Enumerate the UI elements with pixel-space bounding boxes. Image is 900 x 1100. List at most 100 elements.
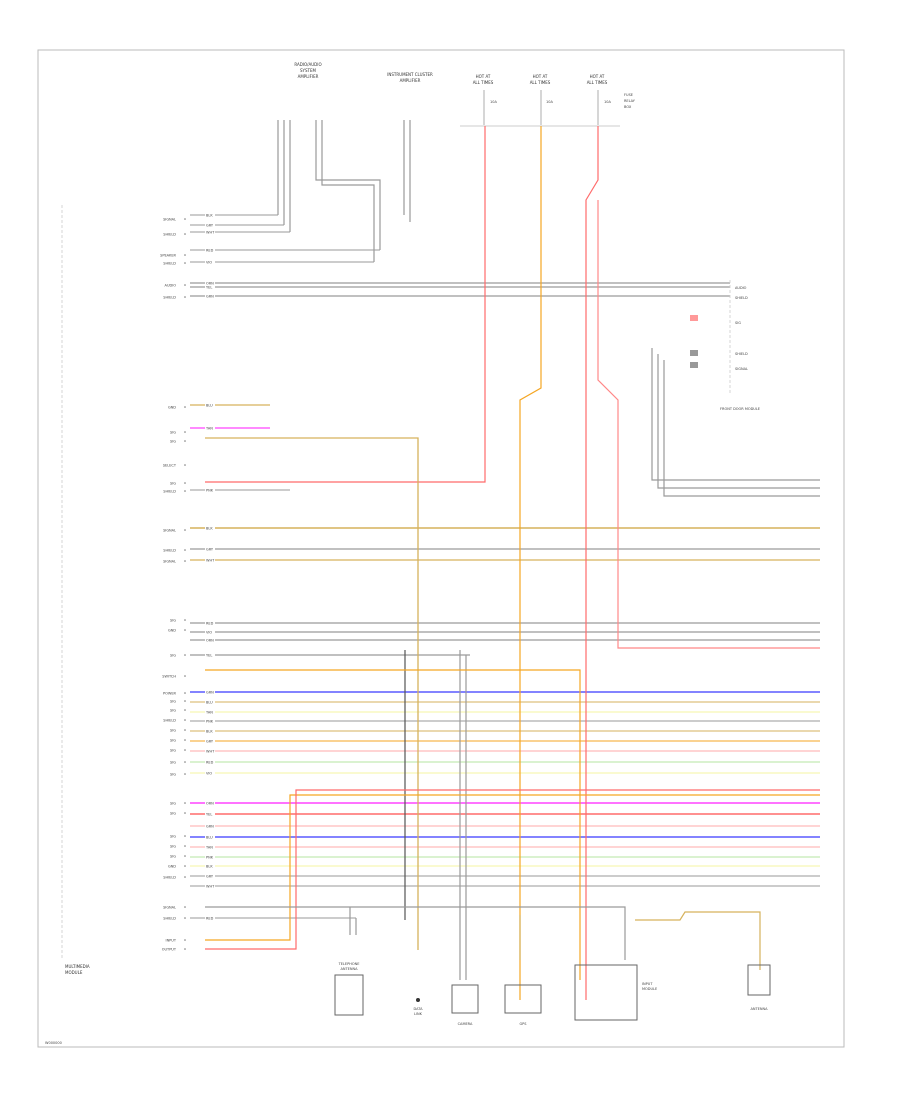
wire-right-module-1 xyxy=(651,348,820,481)
pin-label: SHIELD xyxy=(163,549,176,553)
ground-point xyxy=(416,998,420,1002)
wire-code-tag xyxy=(205,738,215,744)
wire-signal-bottom xyxy=(205,906,626,960)
wire-code: TAN xyxy=(205,710,213,714)
pin-label: SIG xyxy=(170,835,176,839)
wire-code: YEL xyxy=(206,812,212,816)
wire-code-tag xyxy=(205,770,215,776)
connector xyxy=(690,362,698,368)
wire-code-tag xyxy=(205,759,215,765)
pin-label: SHIELD xyxy=(163,490,176,494)
wire-code-tag xyxy=(205,247,215,253)
wire-code-tag xyxy=(205,637,215,643)
wire-code-tag xyxy=(205,284,215,290)
wire-code: GRY xyxy=(206,739,214,743)
wire-code-tag xyxy=(205,222,215,228)
wire-code-tag xyxy=(205,487,215,493)
wire-code-tag xyxy=(205,800,215,806)
wire-code: WHT xyxy=(206,230,215,234)
wire-top-mid-1 xyxy=(315,120,381,250)
wire-code-tag xyxy=(205,709,215,715)
wire-code-tag xyxy=(205,863,215,869)
label-line: SYSTEM xyxy=(300,68,316,73)
pin-dot xyxy=(184,773,186,775)
wire-code: PNK xyxy=(206,719,214,723)
wire-code: RED xyxy=(206,760,214,764)
pin-dot xyxy=(184,629,186,631)
component-label: MODULE xyxy=(642,987,657,991)
pin-dot xyxy=(184,917,186,919)
wire-code: WHT xyxy=(206,558,215,562)
pin-label: SIG xyxy=(170,619,176,623)
module-name-line: MULTIMEDIA xyxy=(65,964,90,969)
pin-label: SIG xyxy=(735,321,741,325)
pin-dot xyxy=(184,719,186,721)
wire-top-mid-2 xyxy=(321,120,375,262)
pin-dot xyxy=(184,254,186,256)
pin-dot xyxy=(184,802,186,804)
pin-label: SIG xyxy=(170,729,176,733)
pin-dot xyxy=(184,233,186,235)
wire-code-tag xyxy=(205,728,215,734)
component-label: CAMERA xyxy=(458,1022,473,1026)
wire-code-tag xyxy=(205,629,215,635)
pin-dot xyxy=(184,284,186,286)
pin-dot xyxy=(184,906,186,908)
pin-dot xyxy=(184,406,186,408)
component-label: GPS xyxy=(519,1022,527,1026)
pin-label: SIGNAL xyxy=(735,367,748,371)
pin-dot xyxy=(184,692,186,694)
fuse-box-note: FUSE RELAY BOX xyxy=(624,93,636,109)
bottom-components: TELEPHONE ANTENNA DATA LINK CAMERA GPS I… xyxy=(334,962,771,1026)
pin-label: SPEAKER xyxy=(160,254,176,258)
fuse-title: HOT AT xyxy=(533,74,548,79)
wire-code-tag xyxy=(205,229,215,235)
pin-dot xyxy=(184,845,186,847)
wire-code-tag xyxy=(205,718,215,724)
fuse-title: ALL TIMES xyxy=(530,80,551,85)
fuse-1: HOT AT ALL TIMES 10A xyxy=(473,74,497,125)
wire-code: ORN xyxy=(206,638,214,642)
wire-right-module-2 xyxy=(657,354,820,489)
pin-label: SIGNAL xyxy=(163,529,176,533)
top-left-component-label: RADIO/AUDIO SYSTEM AMPLIFIER xyxy=(294,62,321,79)
pin-label: SHIELD xyxy=(163,876,176,880)
wire-code-tag xyxy=(205,259,215,265)
fuse-rating: 10A xyxy=(490,100,497,104)
pin-label: SIG xyxy=(170,700,176,704)
wire-code-tag xyxy=(205,620,215,626)
component-label: TELEPHONE xyxy=(338,962,360,966)
wire-code: YEL xyxy=(206,653,212,657)
pin-dot xyxy=(184,812,186,814)
label-line: RADIO/AUDIO xyxy=(294,62,321,67)
wire-code-tag xyxy=(205,748,215,754)
wire-code: BLK xyxy=(206,213,213,217)
pin-dot xyxy=(184,482,186,484)
pin-dot xyxy=(184,761,186,763)
input-module-box xyxy=(574,964,638,1021)
pin-label: SHIELD xyxy=(163,296,176,300)
fuse-title: HOT AT xyxy=(590,74,605,79)
wire-red-output xyxy=(205,789,820,950)
pin-label: SIG xyxy=(170,761,176,765)
pin-label: AUDIO xyxy=(735,286,747,290)
fuse-title: ALL TIMES xyxy=(587,80,608,85)
fuse-rating: 10A xyxy=(546,100,553,104)
module-name-line: MODULE xyxy=(65,970,83,975)
pin-dot xyxy=(184,529,186,531)
wire-orange-input xyxy=(205,794,820,941)
pin-dot xyxy=(184,739,186,741)
wire-code: BLK xyxy=(206,864,213,868)
wire-code: BLU xyxy=(206,700,213,704)
pin-label: SIG xyxy=(170,802,176,806)
connector xyxy=(690,315,698,321)
wire-code-tag xyxy=(205,212,215,218)
wire-code-tag xyxy=(205,811,215,817)
horizontal-wires: BLKGRYWHTREDVIOORNYELGRNBLUTANPNKBLKGRYW… xyxy=(190,212,820,920)
page-code: W000000 xyxy=(45,1041,62,1045)
pin-dot xyxy=(184,296,186,298)
wire-code-tag xyxy=(205,652,215,658)
pin-dot xyxy=(184,948,186,950)
pin-label: SIG xyxy=(170,855,176,859)
